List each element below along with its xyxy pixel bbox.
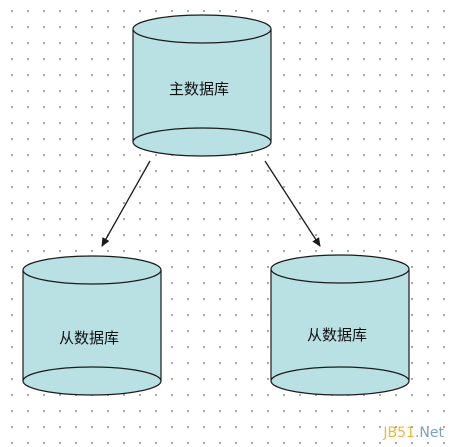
arrow-master-to-left-slave xyxy=(101,160,151,247)
master-database-label: 主数据库 xyxy=(169,80,230,98)
watermark-part-a: JB51 xyxy=(383,425,415,441)
watermark-part-b: .Net xyxy=(414,425,444,441)
master-database-cylinder xyxy=(132,14,272,157)
slave-database-label-right: 从数据库 xyxy=(307,326,368,344)
watermark: JB51.Net xyxy=(383,425,444,441)
arrow-master-to-right-slave xyxy=(264,160,321,247)
slave-database-cylinder-left xyxy=(22,255,162,396)
slave-database-label-left: 从数据库 xyxy=(59,329,120,347)
slave-database-cylinder-right xyxy=(270,254,410,396)
